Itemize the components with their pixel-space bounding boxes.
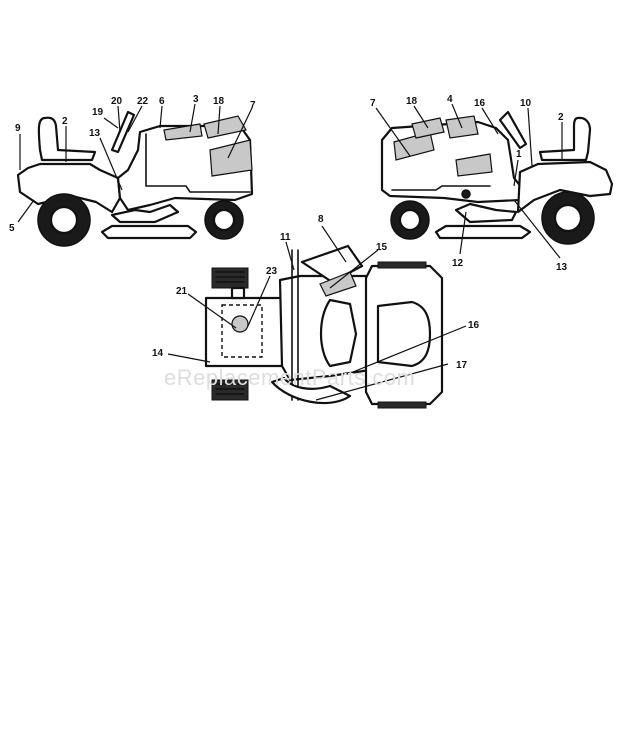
leader-3 bbox=[189, 103, 196, 133]
leader-4 bbox=[451, 103, 463, 129]
leader-5 bbox=[17, 199, 35, 223]
seat-top bbox=[204, 296, 292, 368]
leader-7 bbox=[227, 107, 253, 159]
leader-19 bbox=[103, 117, 119, 129]
seat bbox=[538, 116, 592, 162]
callout-6: 6 bbox=[159, 96, 165, 107]
callout-14: 14 bbox=[152, 348, 164, 359]
leader-15 bbox=[329, 249, 379, 289]
callout-3: 3 bbox=[193, 94, 199, 105]
watermark: eReplacementParts.com bbox=[164, 365, 415, 390]
callout-16: 16 bbox=[468, 320, 480, 331]
leader-6 bbox=[159, 105, 163, 129]
front-wheel-hub bbox=[398, 208, 422, 232]
rear-wheel-hub bbox=[49, 205, 79, 235]
front-wheel-top-right bbox=[377, 401, 427, 409]
rear-wheel-top-right bbox=[211, 379, 249, 401]
callout-16: 16 bbox=[474, 98, 486, 109]
callout-11: 11 bbox=[280, 232, 291, 243]
lift-knob bbox=[461, 189, 471, 199]
leader-12 bbox=[459, 211, 467, 255]
rear-wheel-hub bbox=[553, 203, 583, 233]
callout-17: 17 bbox=[456, 360, 468, 371]
hood-decal-side bbox=[455, 153, 493, 177]
leader-10 bbox=[527, 107, 533, 167]
leader-1 bbox=[513, 159, 519, 187]
callout-10: 10 bbox=[520, 98, 532, 109]
callout-21: 21 bbox=[176, 286, 188, 297]
tread-lines bbox=[215, 271, 245, 395]
steering-wheel bbox=[498, 110, 528, 150]
grille-top bbox=[376, 300, 432, 368]
leader-17 bbox=[315, 363, 449, 401]
callout-12: 12 bbox=[452, 258, 464, 269]
callout-2: 2 bbox=[558, 112, 564, 123]
seat-decal-outline bbox=[221, 304, 263, 358]
hood-decal-7 bbox=[209, 139, 253, 177]
steering-wheel bbox=[110, 110, 136, 154]
callout-1: 1 bbox=[516, 149, 522, 160]
callout-13: 13 bbox=[89, 128, 101, 139]
seat-decal-23 bbox=[231, 315, 249, 333]
callout-4: 4 bbox=[447, 94, 453, 105]
leader-21 bbox=[187, 293, 237, 329]
hood-line bbox=[145, 133, 251, 193]
fuel-cap-area bbox=[320, 298, 358, 368]
side-rail bbox=[291, 249, 299, 401]
leader-20 bbox=[117, 105, 121, 133]
leader-13 bbox=[513, 199, 561, 259]
callout-9: 9 bbox=[15, 123, 21, 134]
callout-18: 18 bbox=[406, 96, 418, 107]
callout-8: 8 bbox=[318, 214, 324, 225]
tractor-top-view: 8 11 15 23 21 16 14 17 bbox=[152, 214, 480, 409]
callout-13: 13 bbox=[556, 262, 568, 273]
front-wheel-top-left bbox=[377, 261, 427, 269]
leader-11 bbox=[285, 241, 295, 271]
leader-16 bbox=[347, 325, 467, 375]
leader-22 bbox=[127, 105, 143, 133]
leader-18 bbox=[217, 105, 221, 135]
callout-20: 20 bbox=[111, 96, 123, 107]
hood-decal-3 bbox=[163, 123, 203, 141]
leader-18 bbox=[413, 105, 429, 129]
callout-15: 15 bbox=[376, 242, 388, 253]
callout-7: 7 bbox=[370, 98, 376, 109]
leader-14 bbox=[167, 353, 211, 363]
mower-deck bbox=[100, 224, 198, 240]
rear-fender bbox=[516, 160, 614, 214]
leader-23 bbox=[247, 275, 271, 327]
hood-decal-18 bbox=[203, 115, 247, 139]
tractor-right-side-view: 7 18 4 16 10 2 1 12 13 bbox=[370, 94, 614, 273]
callout-22: 22 bbox=[137, 96, 149, 107]
leader-16 bbox=[481, 107, 499, 135]
hood-line bbox=[391, 185, 491, 191]
tractor-left-side-view: 20 22 6 3 18 7 19 9 2 13 5 bbox=[9, 94, 256, 247]
leader-7 bbox=[375, 107, 411, 157]
callout-23: 23 bbox=[266, 266, 278, 277]
mower-deck bbox=[434, 224, 532, 240]
callout-19: 19 bbox=[92, 107, 104, 118]
deck-edge bbox=[270, 376, 352, 405]
footrest bbox=[110, 203, 180, 224]
callout-5: 5 bbox=[9, 223, 15, 234]
front-wheel-hub bbox=[212, 208, 236, 232]
seat-back-mount bbox=[230, 286, 246, 300]
callout-7: 7 bbox=[250, 100, 256, 111]
rear-wheel-top-left bbox=[211, 267, 249, 289]
footrest bbox=[454, 202, 518, 224]
dash-decal-15 bbox=[319, 271, 357, 297]
leader-8 bbox=[321, 225, 347, 263]
leader-13 bbox=[99, 137, 123, 191]
callout-2: 2 bbox=[62, 116, 68, 127]
seat bbox=[37, 116, 97, 162]
callout-18: 18 bbox=[213, 96, 225, 107]
